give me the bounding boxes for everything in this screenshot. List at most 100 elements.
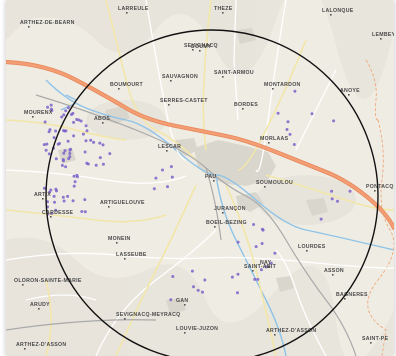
point-marker[interactable]	[236, 240, 240, 244]
point-marker[interactable]	[70, 113, 73, 116]
point-marker[interactable]	[49, 103, 53, 107]
point-marker[interactable]	[332, 119, 336, 123]
point-marker[interactable]	[273, 251, 277, 255]
point-marker[interactable]	[161, 168, 164, 172]
point-marker[interactable]	[54, 208, 58, 212]
point-marker[interactable]	[252, 223, 256, 226]
point-marker[interactable]	[77, 118, 81, 122]
point-marker[interactable]	[61, 195, 65, 199]
point-marker[interactable]	[72, 120, 76, 124]
point-marker[interactable]	[62, 151, 66, 155]
point-marker[interactable]	[330, 189, 334, 193]
point-marker[interactable]	[256, 277, 260, 281]
radius-circle[interactable]	[45, 29, 379, 356]
point-marker[interactable]	[50, 211, 53, 215]
point-marker[interactable]	[81, 132, 85, 136]
point-marker[interactable]	[45, 142, 49, 146]
point-marker[interactable]	[192, 285, 195, 289]
point-marker[interactable]	[230, 275, 234, 279]
point-marker[interactable]	[54, 129, 58, 133]
point-marker[interactable]	[66, 106, 70, 110]
point-marker[interactable]	[56, 142, 60, 146]
point-marker[interactable]	[154, 176, 158, 180]
point-marker[interactable]	[89, 138, 93, 142]
point-marker[interactable]	[68, 152, 72, 155]
point-marker[interactable]	[54, 157, 58, 161]
point-marker[interactable]	[330, 197, 334, 201]
point-marker[interactable]	[62, 199, 66, 203]
point-marker[interactable]	[152, 187, 156, 191]
point-marker[interactable]	[73, 180, 77, 184]
point-marker[interactable]	[72, 174, 76, 178]
point-marker[interactable]	[49, 188, 53, 192]
point-marker[interactable]	[92, 140, 96, 144]
point-marker[interactable]	[336, 199, 339, 203]
point-marker[interactable]	[236, 291, 239, 295]
point-marker[interactable]	[203, 278, 207, 282]
point-marker[interactable]	[261, 228, 265, 232]
point-marker[interactable]	[84, 139, 88, 143]
point-marker[interactable]	[190, 269, 194, 273]
point-marker[interactable]	[83, 210, 87, 214]
point-marker[interactable]	[170, 175, 174, 179]
point-marker[interactable]	[196, 288, 200, 292]
point-marker[interactable]	[61, 158, 65, 161]
point-marker[interactable]	[72, 134, 76, 138]
point-marker[interactable]	[166, 185, 169, 189]
point-marker[interactable]	[84, 124, 88, 128]
point-marker[interactable]	[66, 194, 70, 198]
point-marker[interactable]	[101, 143, 105, 147]
point-marker[interactable]	[43, 120, 47, 124]
point-marker[interactable]	[171, 275, 175, 278]
point-marker[interactable]	[49, 107, 53, 111]
point-marker[interactable]	[98, 156, 102, 160]
point-marker[interactable]	[83, 150, 87, 154]
point-marker[interactable]	[80, 210, 84, 213]
point-marker[interactable]	[60, 115, 64, 119]
point-marker[interactable]	[293, 89, 297, 93]
point-marker[interactable]	[64, 109, 68, 113]
point-marker[interactable]	[253, 277, 257, 281]
point-marker[interactable]	[94, 163, 98, 167]
point-marker[interactable]	[72, 184, 76, 188]
point-marker[interactable]	[79, 119, 83, 123]
point-marker[interactable]	[264, 265, 268, 269]
point-marker[interactable]	[169, 298, 173, 302]
point-marker[interactable]	[288, 132, 292, 136]
point-marker[interactable]	[44, 148, 48, 152]
point-marker[interactable]	[68, 155, 72, 159]
point-marker[interactable]	[83, 198, 87, 202]
point-marker[interactable]	[66, 139, 70, 143]
point-marker[interactable]	[85, 129, 89, 133]
point-marker[interactable]	[98, 141, 102, 145]
point-marker[interactable]	[46, 105, 50, 109]
point-marker[interactable]	[42, 143, 46, 147]
point-marker[interactable]	[52, 194, 56, 198]
point-marker[interactable]	[48, 190, 51, 194]
point-marker[interactable]	[75, 173, 79, 177]
point-marker[interactable]	[101, 162, 105, 166]
point-marker[interactable]	[236, 272, 240, 276]
point-marker[interactable]	[60, 164, 64, 167]
point-marker[interactable]	[108, 152, 112, 156]
point-marker[interactable]	[48, 128, 52, 132]
point-marker[interactable]	[286, 120, 290, 124]
point-marker[interactable]	[64, 165, 68, 169]
point-marker[interactable]	[63, 149, 67, 153]
point-marker[interactable]	[86, 162, 90, 166]
point-marker[interactable]	[310, 112, 314, 116]
point-marker[interactable]	[62, 113, 66, 117]
point-marker[interactable]	[63, 129, 67, 133]
point-marker[interactable]	[254, 245, 258, 249]
point-marker[interactable]	[69, 147, 72, 151]
point-marker[interactable]	[42, 186, 46, 190]
point-marker[interactable]	[292, 143, 296, 146]
point-marker[interactable]	[53, 200, 56, 204]
point-marker[interactable]	[260, 242, 264, 245]
point-marker[interactable]	[54, 187, 58, 191]
point-marker[interactable]	[348, 189, 352, 193]
point-marker[interactable]	[71, 199, 75, 203]
point-marker[interactable]	[201, 290, 204, 294]
